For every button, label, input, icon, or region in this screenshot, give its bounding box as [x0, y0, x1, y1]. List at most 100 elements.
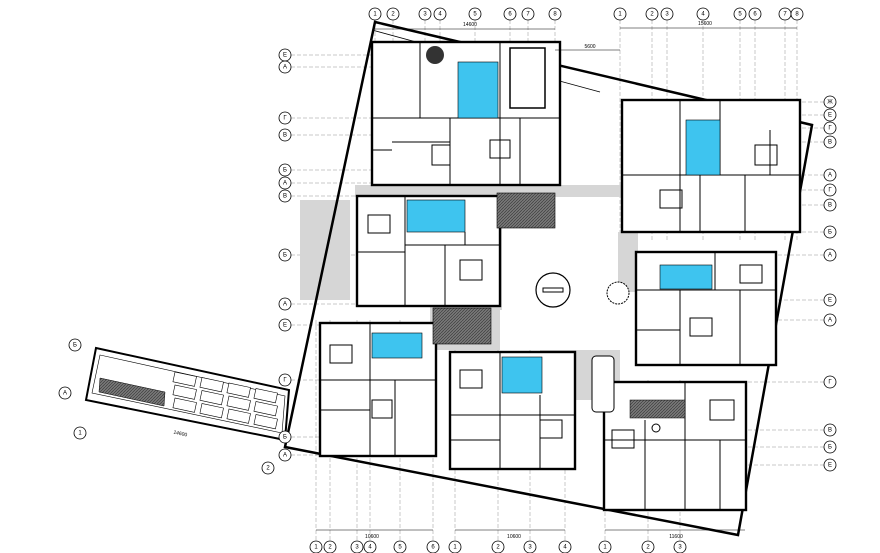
dim-bottom-c: 11600: [669, 534, 683, 540]
svg-text:3: 3: [423, 12, 427, 18]
svg-text:4: 4: [701, 12, 705, 18]
axis-bubble-top-left-7: 7: [521, 7, 535, 21]
axis-bubble-right-Е: Е: [823, 108, 837, 122]
axis-bubble-left-Б: Б: [278, 248, 292, 262]
svg-text:Б: Б: [828, 230, 832, 236]
axis-bubble-top-left-2: 2: [386, 7, 400, 21]
axis-bubble-top-left-6: 6: [503, 7, 517, 21]
svg-text:1: 1: [78, 431, 82, 437]
svg-text:2: 2: [650, 12, 654, 18]
axis-bubble-annex-А: А: [58, 386, 72, 400]
svg-text:4: 4: [368, 545, 372, 551]
dim-annex-length: 14600: [173, 430, 188, 439]
axis-bubble-top-left-1: 1: [368, 7, 382, 21]
axis-bubble-left-Е: Е: [278, 318, 292, 332]
axis-bubble-top-left-5: 5: [468, 7, 482, 21]
svg-text:Б: Б: [283, 168, 287, 174]
svg-text:Г: Г: [828, 188, 832, 194]
svg-text:4: 4: [563, 545, 567, 551]
parking-stall: [199, 377, 224, 393]
garage-annex: [84, 346, 291, 442]
axis-bubble-bottom-a-6: 6: [426, 540, 440, 553]
site-boundary: [283, 20, 814, 537]
parking-stall: [172, 397, 197, 413]
axis-bubble-bottom-c-3: 3: [673, 540, 687, 553]
axis-bubble-right-В: В: [823, 198, 837, 212]
svg-text:6: 6: [753, 12, 757, 18]
svg-text:Г: Г: [828, 380, 832, 386]
axis-bubble-right-В: В: [823, 423, 837, 437]
house-e: [318, 321, 438, 458]
svg-text:Б: Б: [283, 253, 287, 259]
svg-text:Г: Г: [283, 378, 287, 384]
svg-text:А: А: [828, 253, 832, 259]
axis-bubble-top-right-8: 8: [790, 7, 804, 21]
axis-bubble-right-Е: Е: [823, 293, 837, 307]
svg-text:1: 1: [373, 12, 377, 18]
svg-text:А: А: [283, 181, 287, 187]
axis-bubble-left-А: А: [278, 448, 292, 462]
axis-bubble-right-Г: Г: [823, 121, 837, 135]
parking-stall: [226, 395, 251, 411]
house-f: [448, 350, 577, 471]
axis-bubble-left-В: В: [278, 189, 292, 203]
dim-gap: 5600: [584, 44, 595, 50]
parking-stall: [253, 388, 278, 404]
axis-bubble-top-left-8: 8: [548, 7, 562, 21]
svg-text:3: 3: [678, 545, 682, 551]
axis-bubble-bottom-b-1: 1: [448, 540, 462, 553]
dim-bottom-a: 10600: [365, 534, 379, 540]
axis-bubble-left-А: А: [278, 176, 292, 190]
svg-text:6: 6: [431, 545, 435, 551]
axis-bubble-top-right-6: 6: [748, 7, 762, 21]
svg-text:Г: Г: [828, 126, 832, 132]
house-g: [602, 380, 748, 512]
house-a: [370, 40, 562, 187]
dim-bottom-b: 10600: [507, 534, 521, 540]
axis-bubble-right-Б: Б: [823, 440, 837, 454]
parking-stall: [172, 384, 197, 400]
svg-text:2: 2: [266, 466, 270, 472]
house-c: [355, 194, 502, 308]
dim-top-right-total: 15600: [698, 21, 712, 27]
axis-bubble-bottom-c-2: 2: [641, 540, 655, 553]
svg-text:В: В: [828, 428, 832, 434]
axis-bubble-right-Г: Г: [823, 375, 837, 389]
svg-text:3: 3: [355, 545, 359, 551]
svg-text:А: А: [63, 391, 67, 397]
svg-text:Е: Е: [828, 298, 832, 304]
axis-bubble-bottom-c-1: 1: [598, 540, 612, 553]
svg-text:3: 3: [528, 545, 532, 551]
svg-text:Е: Е: [283, 53, 287, 59]
tree-icon: [606, 281, 630, 305]
svg-text:Б: Б: [828, 445, 832, 451]
svg-text:Г: Г: [283, 116, 287, 122]
axis-bubble-bottom-b-3: 3: [523, 540, 537, 553]
axis-bubble-bottom-a-4: 4: [363, 540, 377, 553]
axis-bubble-bottom-b-4: 4: [558, 540, 572, 553]
svg-text:5: 5: [473, 12, 477, 18]
axis-bubble-right-Б: Б: [823, 225, 837, 239]
house-b: [620, 98, 802, 234]
axis-bubble-left-В: В: [278, 128, 292, 142]
axis-bubble-right-Ж: Ж: [823, 95, 837, 109]
svg-text:5: 5: [738, 12, 742, 18]
axis-bubble-right-А: А: [823, 313, 837, 327]
svg-text:8: 8: [553, 12, 557, 18]
house-d: [634, 250, 778, 367]
svg-text:А: А: [283, 302, 287, 308]
parking-stall: [172, 371, 197, 387]
axis-bubble-annex-2: 2: [261, 461, 275, 475]
axis-bubble-right-Е: Е: [823, 458, 837, 472]
axis-bubble-left-Б: Б: [278, 163, 292, 177]
parking-stall: [199, 390, 224, 406]
parking-stall: [253, 414, 278, 430]
svg-text:4: 4: [438, 12, 442, 18]
svg-text:В: В: [283, 133, 287, 139]
central-plaza: [432, 192, 630, 413]
svg-text:2: 2: [646, 545, 650, 551]
axis-bubble-bottom-a-1: 1: [309, 540, 323, 553]
axis-bubble-right-В: В: [823, 135, 837, 149]
axis-bubble-left-А: А: [278, 60, 292, 74]
axis-bubble-top-right-1: 1: [613, 7, 627, 21]
